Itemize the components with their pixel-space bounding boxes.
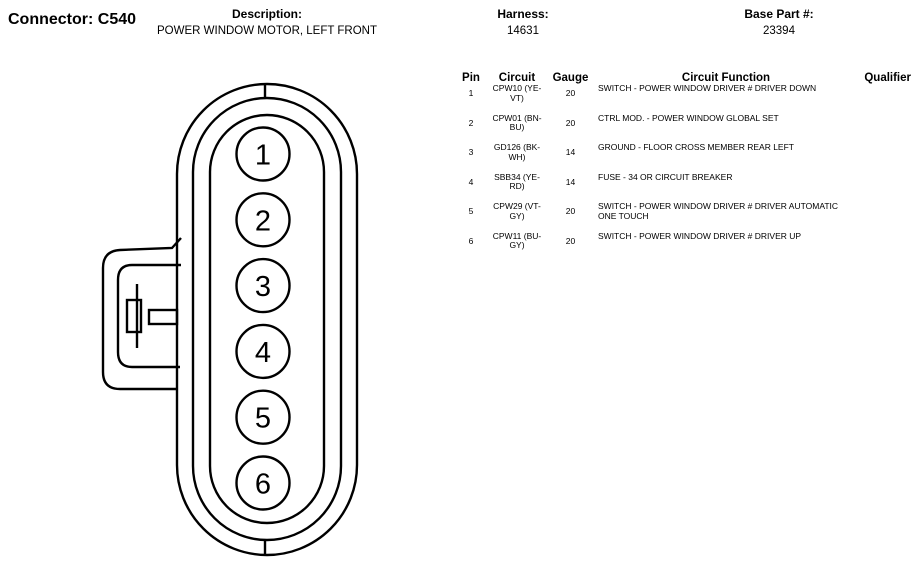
description-value: POWER WINDOW MOTOR, LEFT FRONT: [157, 25, 377, 37]
cell-gauge: 14: [565, 176, 576, 187]
pin-number-label: 4: [255, 337, 271, 369]
cell-circuit: CPW29 (VT-GY): [493, 201, 541, 221]
cell-pin: 4: [468, 176, 474, 187]
latch-outer: [101, 237, 182, 391]
pin-cavity: [235, 389, 291, 445]
harness-value: 14631: [507, 25, 539, 37]
cell-pin: 6: [468, 235, 474, 246]
cell-circuit-function: GROUND - FLOOR CROSS MEMBER REAR LEFT: [598, 142, 794, 152]
pin-table-header-row: Pin Circuit Gauge Circuit Function Quali…: [455, 68, 911, 84]
pin-number-label: 6: [255, 469, 271, 501]
latch-inner: [116, 263, 181, 369]
cell-circuit-function: FUSE - 34 OR CIRCUIT BREAKER: [598, 171, 733, 182]
cell-pin: 5: [468, 206, 474, 216]
cell-gauge: 14: [565, 147, 576, 157]
col-header-gauge: Gauge: [552, 72, 589, 84]
cell-gauge: 20: [565, 117, 576, 128]
pin-cavity: [235, 192, 291, 248]
connector-title: Connector: C540: [8, 11, 137, 28]
cell-pin: 3: [468, 147, 474, 157]
base-part-label: Base Part #:: [744, 7, 814, 21]
col-header-pin: Pin: [462, 72, 480, 84]
cell-circuit-function: SWITCH - POWER WINDOW DRIVER # DRIVER DO…: [598, 83, 817, 93]
connector-housing-middle: [191, 96, 343, 542]
base-part-value: 23394: [763, 25, 795, 37]
cell-gauge: 20: [565, 88, 576, 98]
cell-qualifier: [854, 143, 911, 173]
cell-pin: 2: [468, 117, 474, 128]
cell-circuit: CPW10 (YE-VT): [492, 83, 542, 103]
cell-circuit-function: SWITCH - POWER WINDOW DRIVER # DRIVER UP: [598, 230, 802, 241]
cell-circuit: SBB34 (YE-RD): [494, 171, 540, 191]
cell-qualifier: [854, 114, 911, 144]
table-row: 5 CPW29 (VT-GY) 20 SWITCH - POWER WINDOW…: [455, 201, 911, 232]
table-row: 2 CPW01 (BN-BU) 20 CTRL MOD. - POWER WIN…: [455, 112, 911, 144]
latch-button: [147, 308, 179, 326]
table-row: 1 CPW10 (YE-VT) 20 SWITCH - POWER WINDOW…: [455, 83, 911, 114]
pin-number-label: 3: [255, 271, 271, 303]
cell-circuit: CPW01 (BN-BU): [492, 112, 542, 132]
cell-qualifier: [854, 232, 911, 262]
cell-gauge: 20: [565, 235, 576, 246]
pin-number-label: 5: [255, 403, 271, 435]
table-row: 6 CPW11 (BU-GY) 20 SWITCH - POWER WINDOW…: [455, 230, 911, 262]
cell-gauge: 20: [565, 206, 576, 216]
cell-circuit-function: SWITCH - POWER WINDOW DRIVER # DRIVER AU…: [598, 201, 839, 221]
cell-pin: 1: [468, 88, 474, 98]
pin-number-label: 2: [255, 205, 271, 237]
pin-cavity: [235, 126, 291, 182]
pin-number-label: 1: [255, 140, 271, 172]
col-header-circuit-function: Circuit Function: [681, 72, 771, 84]
latch-tab: [125, 298, 143, 334]
table-row: 4 SBB34 (YE-RD) 14 FUSE - 34 OR CIRCUIT …: [455, 171, 911, 203]
harness-label: Harness:: [497, 7, 549, 21]
table-row: 3 GD126 (BK-WH) 14 GROUND - FLOOR CROSS …: [455, 142, 911, 173]
pin-cavity: [235, 455, 291, 511]
cell-qualifier: [854, 173, 911, 203]
col-header-qualifier: Qualifier: [864, 72, 911, 84]
cell-circuit: GD126 (BK-WH): [493, 142, 541, 162]
connector-housing-inner: [208, 113, 326, 525]
cell-circuit-function: CTRL MOD. - POWER WINDOW GLOBAL SET: [598, 112, 779, 123]
col-header-circuit: Circuit: [498, 72, 536, 84]
description-label: Description:: [231, 7, 302, 21]
pin-cavity: [235, 257, 291, 314]
cell-circuit: CPW11 (BU-GY): [492, 230, 542, 250]
cell-qualifier: [854, 202, 911, 232]
pin-table: Pin Circuit Gauge Circuit Function Quali…: [455, 68, 911, 261]
pin-cavity: [235, 323, 291, 380]
cell-qualifier: [854, 84, 911, 114]
